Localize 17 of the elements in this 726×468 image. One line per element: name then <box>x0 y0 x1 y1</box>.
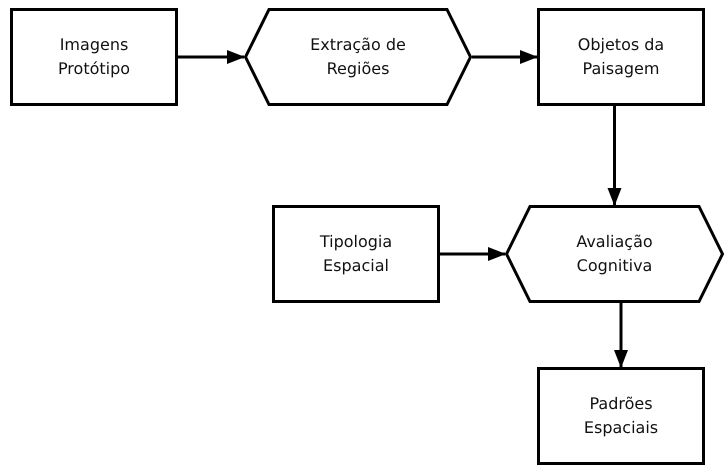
node-label: Extração de Regiões <box>309 34 407 80</box>
hexagon-node <box>505 205 724 303</box>
process-box <box>537 367 705 465</box>
node-label: Avaliação Cognitiva <box>575 231 654 277</box>
arrow <box>614 303 628 368</box>
arrow <box>440 247 506 261</box>
arrow <box>178 50 245 64</box>
node-label: Imagens Protótipo <box>56 34 132 80</box>
arrow <box>608 106 622 206</box>
node-label: Objetos da Paisagem <box>576 34 666 80</box>
process-box <box>537 8 705 106</box>
hexagon-node <box>244 8 472 106</box>
arrow <box>472 50 538 64</box>
node-label: Tipologia Espacial <box>318 231 394 277</box>
process-box <box>272 205 440 303</box>
process-box <box>10 8 178 106</box>
node-label: Padrões Espaciais <box>582 393 660 439</box>
